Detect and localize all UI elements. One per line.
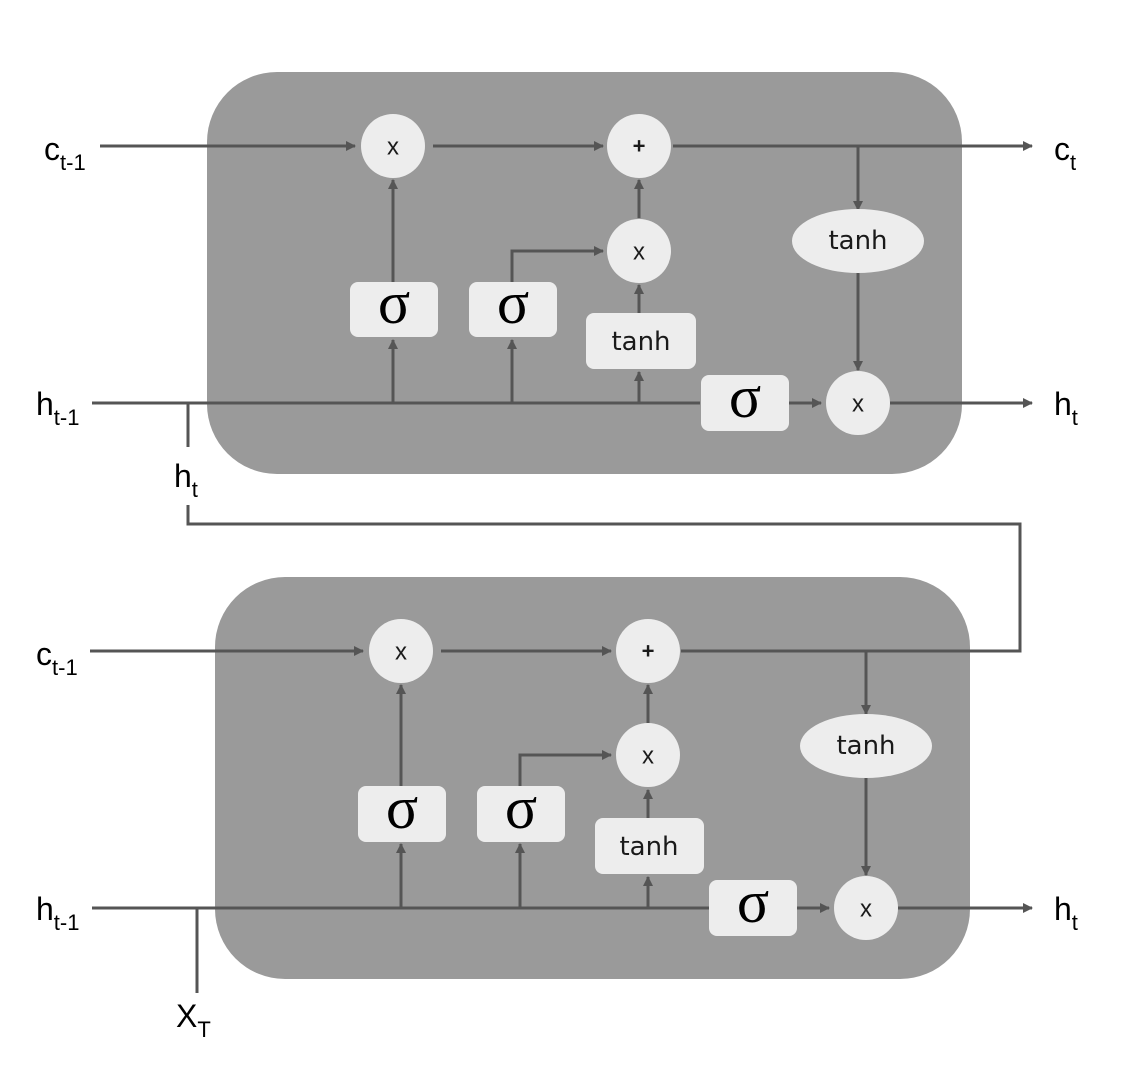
inter-cell-connector — [186, 403, 1022, 653]
sigma-gate-output: σ — [709, 869, 797, 936]
add-symbol: + — [633, 134, 646, 159]
multiply-node-output: x — [834, 876, 898, 940]
sigma-symbol: σ — [497, 270, 529, 336]
tanh-label: tanh — [836, 731, 895, 761]
sigma-symbol: σ — [737, 869, 769, 935]
input-label-hidden-state-bottom: ht-1 — [36, 891, 79, 935]
tanh-node-output: tanh — [800, 714, 932, 778]
add-node: + — [616, 619, 680, 683]
lstm-cell-bottom: x + x tanh tanh x σ σ — [90, 577, 1033, 993]
sigma-gate-output: σ — [701, 364, 789, 431]
sigma-gate-input: σ — [469, 270, 557, 337]
output-label-hidden-state-bottom: ht — [1054, 891, 1078, 935]
output-label-hidden-state-top: ht — [1054, 386, 1078, 430]
multiply-node-forget: x — [361, 114, 425, 178]
tanh-label: tanh — [828, 226, 887, 256]
sigma-gate-input: σ — [477, 775, 565, 842]
sigma-gate-forget: σ — [350, 270, 438, 337]
output-label-cell-state-top: ct — [1054, 131, 1076, 175]
multiply-symbol: x — [633, 239, 645, 266]
sigma-symbol: σ — [729, 364, 761, 430]
cell-bottom-wires — [90, 646, 1033, 993]
connector-label-hidden-state: ht — [174, 458, 198, 502]
tanh-node-candidate: tanh — [586, 313, 696, 369]
lstm-cell-top: x + x tanh tanh x σ σ — [92, 72, 1033, 474]
add-symbol: + — [642, 639, 655, 664]
input-label-x: XT — [176, 998, 211, 1042]
multiply-symbol: x — [860, 896, 872, 923]
cell-top-wires — [92, 141, 1033, 408]
add-node: + — [607, 114, 671, 178]
multiply-node-output: x — [826, 371, 890, 435]
multiply-symbol: x — [387, 134, 399, 161]
sigma-symbol: σ — [378, 270, 410, 336]
multiply-node-input: x — [616, 723, 680, 787]
multiply-node-input: x — [607, 219, 671, 283]
multiply-symbol: x — [395, 639, 407, 666]
tanh-label: tanh — [619, 832, 678, 862]
sigma-symbol: σ — [386, 775, 418, 841]
multiply-node-forget: x — [369, 619, 433, 683]
input-label-cell-state-bottom: ct-1 — [36, 636, 78, 680]
tanh-node-output: tanh — [792, 209, 924, 273]
multiply-symbol: x — [852, 391, 864, 418]
tanh-node-candidate: tanh — [595, 818, 704, 874]
input-label-cell-state-top: ct-1 — [44, 131, 86, 175]
tanh-label: tanh — [611, 327, 670, 357]
input-label-hidden-state-top: ht-1 — [36, 386, 79, 430]
sigma-symbol: σ — [505, 775, 537, 841]
multiply-symbol: x — [642, 743, 654, 770]
sigma-gate-forget: σ — [358, 775, 446, 842]
